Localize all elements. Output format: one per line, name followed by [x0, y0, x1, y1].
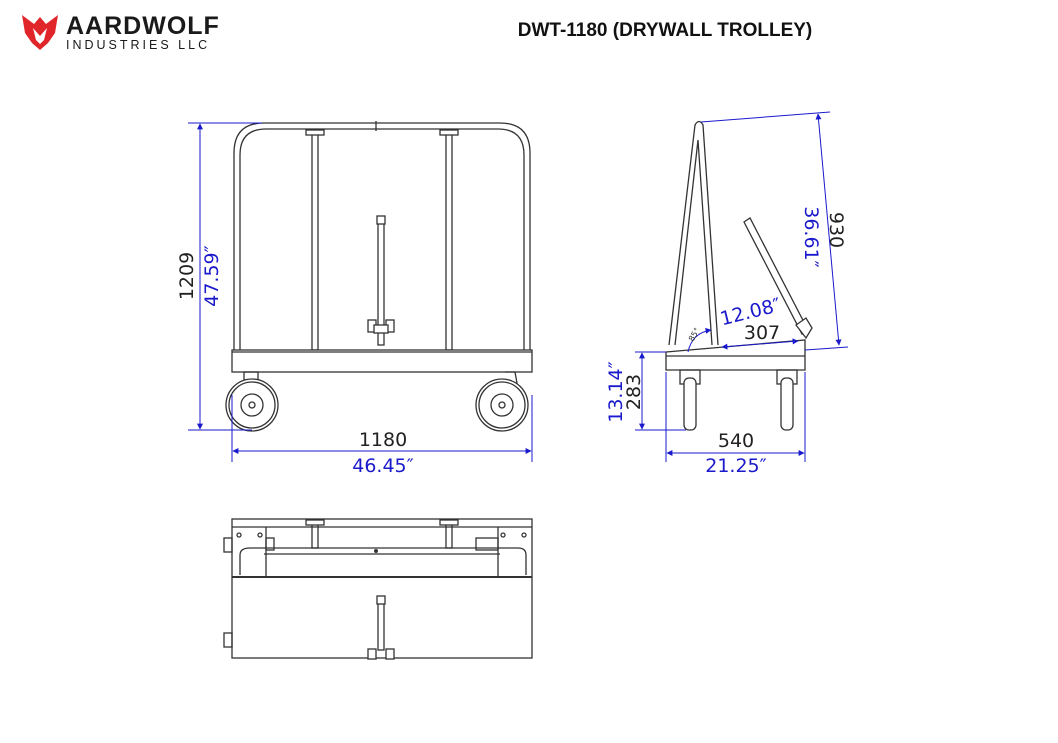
logo-name: AARDWOLF [66, 12, 220, 40]
front-height-in: 47.59″ [201, 245, 223, 307]
wolf-logo-icon [22, 15, 58, 50]
side-dimensions: 930 36.61″ 12.08″ 307 85° 13.14″ 283 540… [605, 111, 849, 477]
side-base-height-mm: 283 [623, 374, 645, 410]
logo: AARDWOLF INDUSTRIES LLC [22, 12, 220, 52]
front-view [225, 121, 533, 432]
side-height-in: 36.61″ [800, 206, 822, 268]
page-title: DWT-1180 (DRYWALL TROLLEY) [518, 20, 813, 41]
side-width-in: 21.25″ [705, 455, 767, 477]
side-height-mm: 930 [825, 212, 847, 248]
front-height-mm: 1209 [176, 252, 198, 300]
front-width-mm: 1180 [359, 429, 407, 451]
logo-subtitle: INDUSTRIES LLC [66, 38, 210, 52]
top-view [223, 518, 533, 660]
front-width-in: 46.45″ [352, 455, 414, 477]
side-view [665, 120, 813, 431]
side-base-height-in: 13.14″ [605, 361, 627, 423]
side-width-mm: 540 [718, 430, 754, 452]
front-dimensions: 1209 47.59″ 1180 46.45″ [176, 122, 533, 477]
side-span-mm: 307 [744, 322, 780, 344]
